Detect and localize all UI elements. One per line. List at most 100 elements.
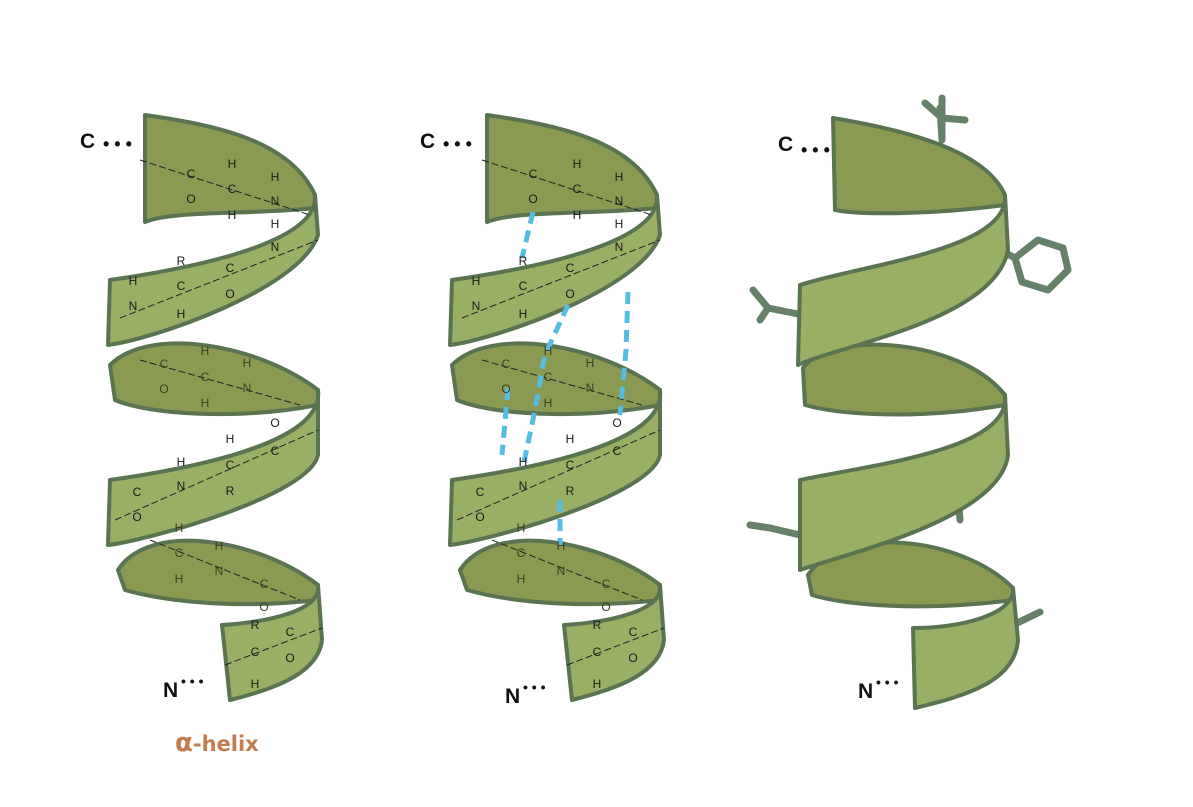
atom-label: R [566,484,575,498]
atom-label: O [159,382,168,396]
ribbon-front-face [106,388,321,547]
atom-label: C [175,546,184,560]
hydrogen-bond [521,303,571,463]
ribbon-back-face [831,116,1007,216]
atom-label: C [519,279,528,293]
atom-label: C [260,577,269,591]
atom-label: O [628,651,637,665]
helix-sidechain-panel: C • • • N • • • [746,94,1072,710]
atom-label: O [475,510,484,524]
atom-label: R [177,254,186,268]
atom-label: O [259,600,268,614]
atom-label: C [544,370,553,384]
atom-label: C [566,458,575,472]
atom-label: C [160,357,169,371]
atom-label: H [517,521,526,535]
ribbon-front-face [796,193,1010,367]
atom-label: C [187,167,196,181]
n-terminus-dots: • • • [523,679,546,695]
atom-label: H [472,274,481,288]
ribbon-front-face [911,586,1020,710]
atom-label: C [529,167,538,181]
atom-label: N [271,240,280,254]
c-terminus-label: C [778,133,793,156]
ribbon-front-face [220,583,324,702]
c-terminus-label: C [80,130,95,153]
n-terminus-label: N [858,680,873,703]
atom-label: H [177,455,186,469]
backbone-chain-line [114,159,323,666]
atom-label: C [517,546,526,560]
atom-label: O [285,651,294,665]
backbone-chain-line [456,159,665,666]
caption-text: -helix [192,732,259,756]
atom-label: C [133,485,142,499]
atom-label: N [129,299,138,313]
atom-label: H [228,208,237,222]
ribbon-front-face [562,583,666,702]
atom-label: N [472,299,481,313]
atom-label: C [177,279,186,293]
atom-label: N [557,564,566,578]
atom-label: H [573,157,582,171]
atom-label: C [226,458,235,472]
c-terminus-dots: • • • [801,140,830,160]
atom-label: O [601,600,610,614]
atom-label: C [573,182,582,196]
atom-label: H [271,170,280,184]
atom-label: O [270,416,279,430]
ribbon-front-face [106,193,320,347]
atom-label: C [271,444,280,458]
atom-label: O [612,416,621,430]
atom-label: N [615,240,624,254]
ribbon-front-face [448,388,663,547]
atom-label: C [566,261,575,275]
atom-label: H [251,677,260,691]
side-chain-left-upper [749,286,807,324]
atom-label: N [215,564,224,578]
ribbon-back-face [450,341,662,417]
hydrogen-bond [499,387,511,456]
n-terminus-dots: • • • [876,674,899,690]
atom-label: H [129,274,138,288]
side-chain-left-lower [746,521,804,539]
atom-label: H [557,539,566,553]
atom-label: C [226,261,235,275]
atom-label: R [519,254,528,268]
atom-label: N [177,479,186,493]
atom-label: H [517,572,526,586]
ribbon-front-face [798,393,1010,572]
c-terminus-dots: • • • [443,134,472,154]
atom-label: H [566,432,575,446]
atom-label: N [519,479,528,493]
atom-label: C [613,444,622,458]
atom-label: C [629,625,638,639]
c-terminus-dots: • • • [103,134,132,154]
atom-label: H [544,396,553,410]
atom-label: H [228,157,237,171]
atom-label: C [602,577,611,591]
atom-label: C [286,625,295,639]
atom-label: O [225,287,234,301]
alpha-helix-caption: α-helix [175,728,259,758]
atom-label: H [201,396,210,410]
atom-label: R [593,618,602,632]
atom-label: R [226,484,235,498]
atom-label: O [186,192,195,206]
atom-label: H [544,344,553,358]
atom-label: C [593,645,602,659]
atom-label: H [243,356,252,370]
side-chain-top [921,94,969,144]
atom-label: H [175,572,184,586]
n-terminus-label: N [163,679,178,702]
atom-label: N [243,381,252,395]
atom-label: H [586,356,595,370]
atom-label: H [215,539,224,553]
